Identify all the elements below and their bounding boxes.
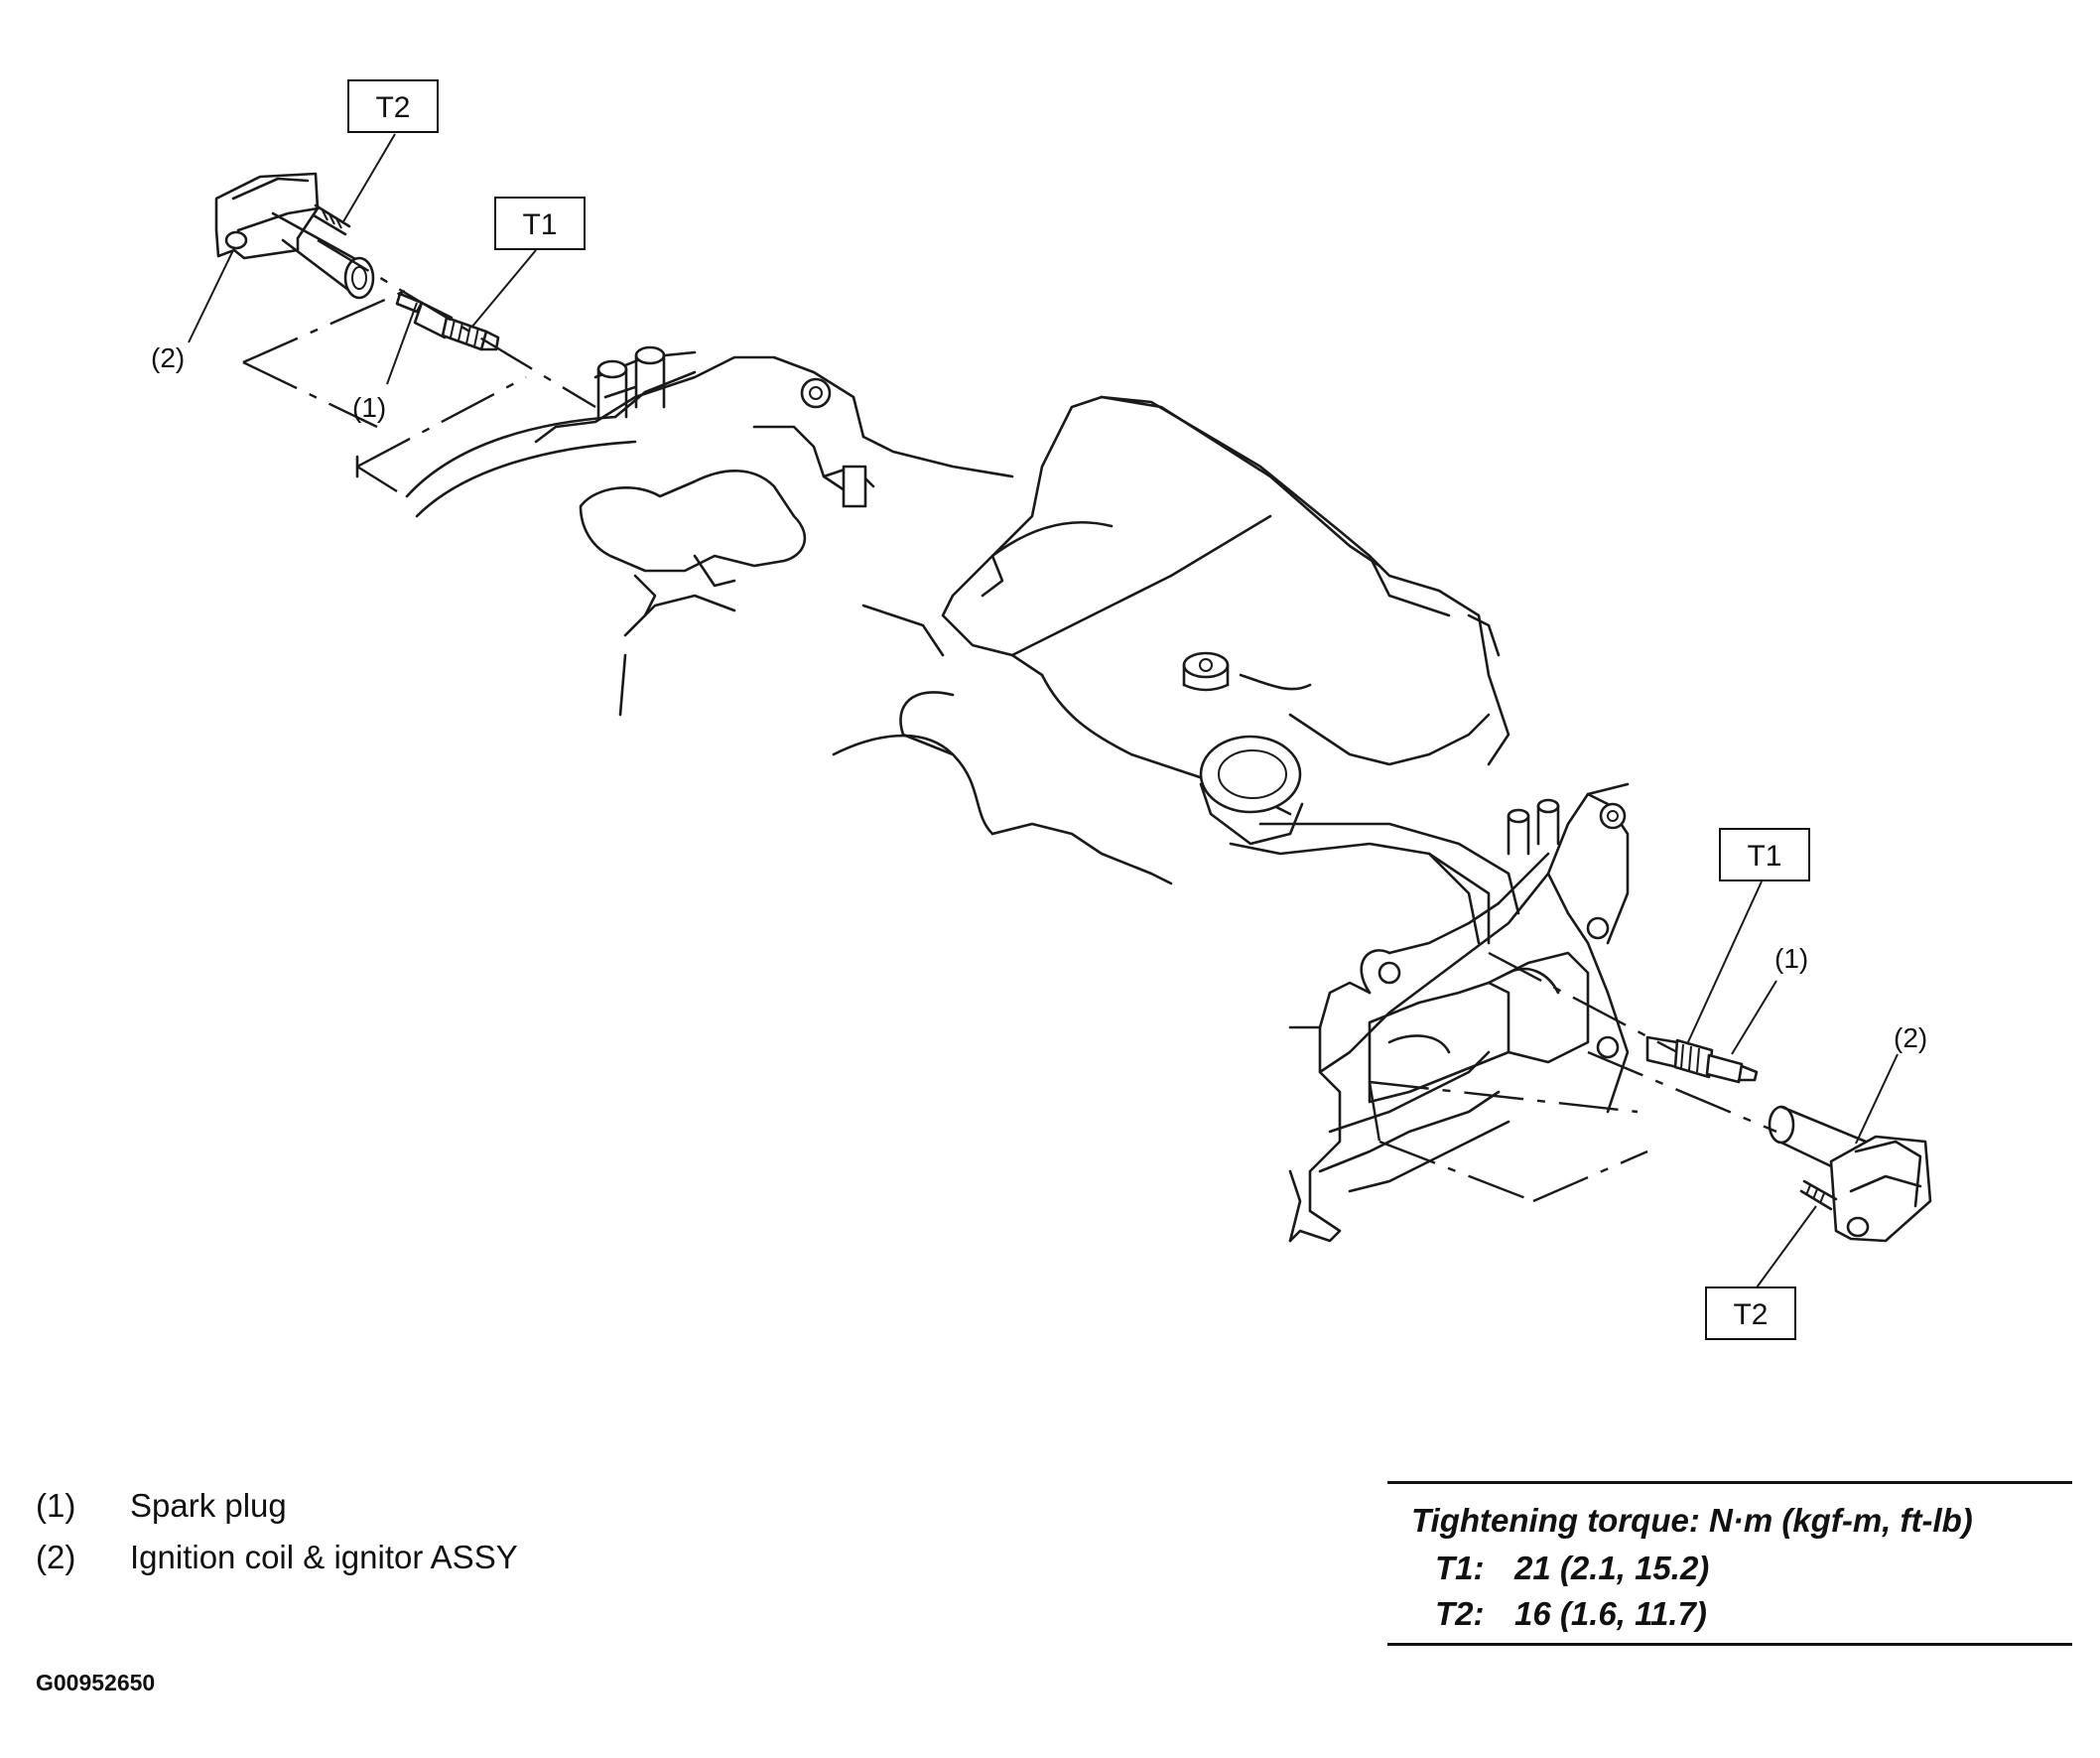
- callout-t2-bottom: T2: [1705, 1286, 1796, 1340]
- left-ignition-coil: [214, 172, 375, 300]
- legend-text: Spark plug: [130, 1487, 287, 1524]
- legend-number: (1): [36, 1487, 76, 1524]
- right-cylinder-head: [1288, 782, 1630, 1243]
- callout-part-1-right: (1): [1774, 943, 1809, 974]
- torque-row-t1: T1: 21 (2.1, 15.2): [1435, 1550, 1709, 1587]
- callout-part-2-left: (2): [151, 342, 186, 373]
- left-spark-plug: [395, 292, 500, 351]
- callout-part-1-left: (1): [352, 392, 387, 423]
- callout-t2-top: T2: [347, 79, 439, 133]
- leader-lines: [188, 133, 1899, 1299]
- alignment-lines: [242, 238, 1777, 1203]
- callout-t1-top: T1: [494, 197, 586, 250]
- legend-text: Ignition coil & ignitor ASSY: [130, 1539, 518, 1575]
- legend-number: (2): [36, 1539, 76, 1575]
- callout-t1-right: T1: [1719, 828, 1810, 881]
- right-spark-plug: [1645, 1035, 1759, 1084]
- torque-value: 16 (1.6, 11.7): [1514, 1595, 1707, 1632]
- torque-label: T1:: [1435, 1550, 1485, 1586]
- engine-block: [832, 395, 1520, 945]
- figure-id: G00952650: [36, 1670, 156, 1695]
- right-ignition-coil: [1768, 1105, 1932, 1243]
- callout-part-2-right: (2): [1894, 1022, 1928, 1053]
- left-cylinder-head: [405, 345, 1014, 717]
- torque-row-t2: T2: 16 (1.6, 11.7): [1435, 1595, 1707, 1633]
- torque-title: Tightening torque: N·m (kgf-m, ft-lb): [1411, 1502, 1973, 1539]
- torque-spec-table: Tightening torque: N·m (kgf-m, ft-lb) T1…: [1387, 1481, 2072, 1646]
- torque-label: T2:: [1435, 1595, 1485, 1632]
- torque-value: 21 (2.1, 15.2): [1514, 1550, 1710, 1586]
